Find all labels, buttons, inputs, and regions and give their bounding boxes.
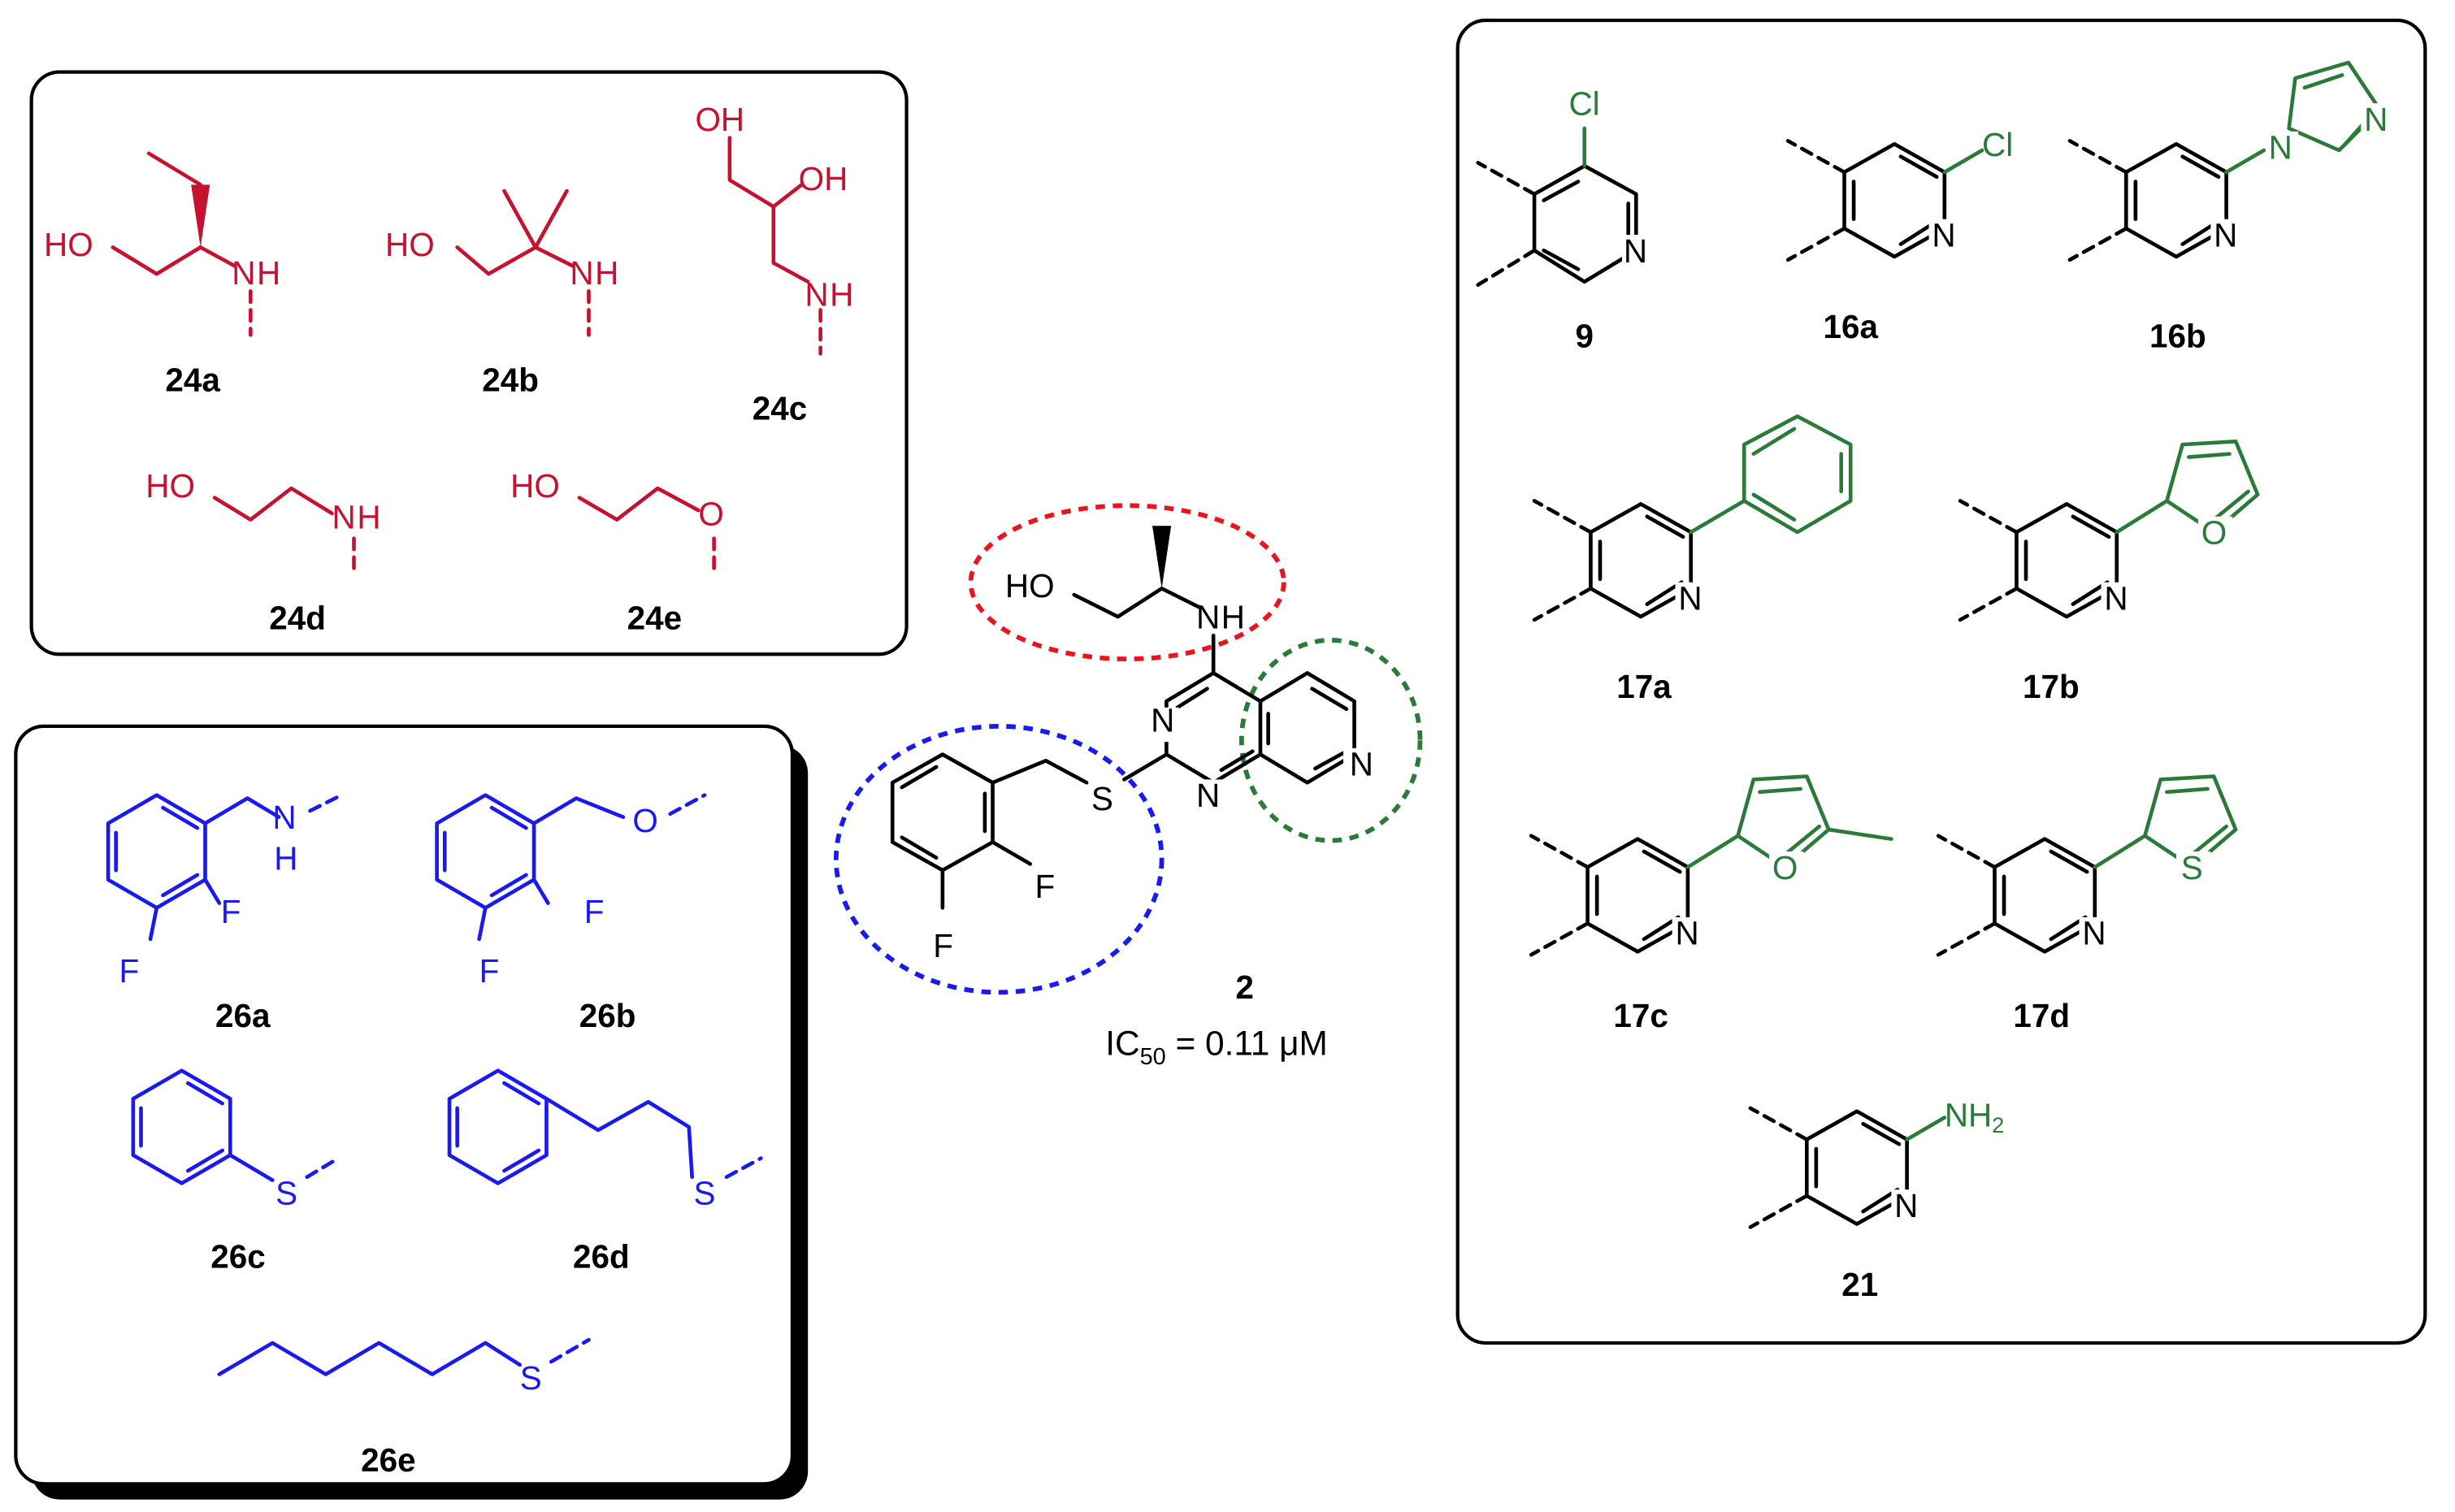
atom-26a-n: N [272, 799, 296, 836]
compound-24c: OH OH N H 24c [695, 101, 853, 427]
box-top-left [29, 70, 909, 656]
compound-21: N NH2 21 [1748, 1096, 2004, 1303]
compound-24a: HO N H 24a [44, 151, 280, 399]
atom-17a-n: N [1678, 579, 1702, 617]
label-24e: 24e [627, 599, 682, 636]
atom-26d-s: S [694, 1175, 716, 1212]
atom-16a-cl: Cl [1982, 126, 2013, 163]
oval-green [1238, 638, 1423, 843]
atom-16b-im-n1: N [2269, 129, 2292, 167]
compound-17a: N 17a [1532, 414, 1853, 705]
box-right [1455, 18, 2427, 1345]
label-26e: 26e [361, 1441, 415, 1479]
atom-2-n2: N [1196, 777, 1220, 814]
label-24c: 24c [753, 389, 807, 427]
atom-24e-o: O [698, 495, 723, 532]
label-26c: 26c [210, 1237, 265, 1275]
compound-26e: S 26e [217, 1337, 591, 1479]
atom-26e-s: S [520, 1359, 542, 1397]
atom-17c-o: O [1772, 849, 1798, 886]
atom-24d-ho: HO [145, 467, 195, 505]
atom-24b-h: H [595, 254, 618, 292]
label-16a: 16a [1824, 308, 1879, 345]
compound-24d: HO N H 24d [145, 467, 380, 637]
compound-26c: S 26c [131, 1068, 340, 1275]
atom-2-f2: F [933, 927, 953, 964]
atom-9-cl: Cl [1568, 85, 1599, 123]
atom-2-f1: F [1035, 868, 1056, 905]
label-2: 2 [1235, 968, 1254, 1006]
box-bottom-left [14, 724, 795, 1486]
atom-24c-oh2: OH [799, 160, 848, 197]
atom-24a-ho: HO [44, 226, 93, 263]
atom-2-n3: N [1350, 746, 1373, 783]
atom-2-s: S [1091, 780, 1113, 817]
atom-26b-f2: F [479, 952, 500, 990]
atom-2-n1: N [1151, 702, 1174, 739]
label-24a: 24a [165, 362, 220, 399]
label-26d: 26d [573, 1237, 630, 1275]
label-16b: 16b [2149, 318, 2206, 355]
compound-24b: HO N H 24b [385, 188, 618, 399]
atom-2-n: N [1196, 599, 1220, 636]
compound-24e: HO O 24e [510, 467, 724, 637]
atom-24a-n: N [232, 254, 255, 292]
compound-26d: S 26d [447, 1068, 763, 1275]
compound-16a: Cl N 16a [1785, 126, 2013, 345]
label-24b: 24b [482, 362, 539, 399]
compound-9: Cl N 9 [1476, 85, 1654, 355]
atom-17c-n: N [1675, 915, 1698, 952]
compound-26a: N H F F 26a [106, 793, 344, 1034]
ic50-value: IC50 = 0.11 μM [1105, 1024, 1328, 1070]
label-17b: 17b [2023, 668, 2080, 705]
atom-17d-n: N [2082, 915, 2106, 952]
label-17a: 17a [1616, 668, 1672, 705]
atom-24a-h: H [257, 254, 280, 292]
atom-24c-h: H [830, 276, 853, 314]
atom-16b-n: N [2214, 217, 2237, 254]
compound-17b: N O 17b [1958, 439, 2260, 705]
atom-17b-o: O [2201, 514, 2227, 552]
label-9: 9 [1575, 318, 1594, 355]
label-17c: 17c [1613, 997, 1668, 1034]
atom-17d-s: S [2181, 849, 2203, 886]
atom-21-nh2: NH2 [1945, 1096, 2004, 1137]
compound-17c: N O 17c [1529, 774, 1893, 1034]
atom-24b-n: N [570, 254, 593, 292]
atom-26c-s: S [275, 1175, 297, 1212]
atom-24c-n: N [805, 276, 828, 314]
atom-26b-f1: F [584, 893, 605, 930]
atom-24c-oh1: OH [695, 101, 744, 138]
compound-2: HO N H N N N S F F 2 IC50 = 0.11 μM [833, 503, 1423, 1070]
atom-16a-n: N [1932, 217, 1955, 254]
atom-26a-f2: F [119, 952, 140, 990]
atom-24d-n: N [332, 498, 356, 535]
atom-26a-h: H [274, 839, 297, 877]
oval-red [968, 503, 1286, 661]
atom-2-ho: HO [1005, 567, 1055, 604]
atom-24b-ho: HO [385, 226, 435, 263]
atom-24e-ho: HO [510, 467, 560, 505]
compound-17d: N S 17d [1936, 774, 2238, 1034]
atom-26a-f1: F [221, 893, 241, 930]
atom-9-n: N [1624, 232, 1647, 270]
compound-26b: O F F 26b [435, 793, 707, 1034]
label-24d: 24d [269, 599, 326, 636]
label-17d: 17d [2013, 997, 2070, 1034]
atom-24d-h: H [357, 498, 380, 535]
atom-16b-im-n2: N [2364, 101, 2388, 138]
label-26a: 26a [215, 997, 271, 1034]
atom-17b-n: N [2104, 579, 2128, 617]
compound-16b: N N N 16b [2067, 60, 2392, 355]
atom-26b-o: O [632, 802, 657, 839]
label-21: 21 [1841, 1266, 1878, 1303]
atom-21-n: N [1894, 1187, 1918, 1224]
atom-2-h: H [1221, 599, 1245, 636]
label-26b: 26b [579, 997, 636, 1034]
oval-blue [833, 724, 1165, 995]
